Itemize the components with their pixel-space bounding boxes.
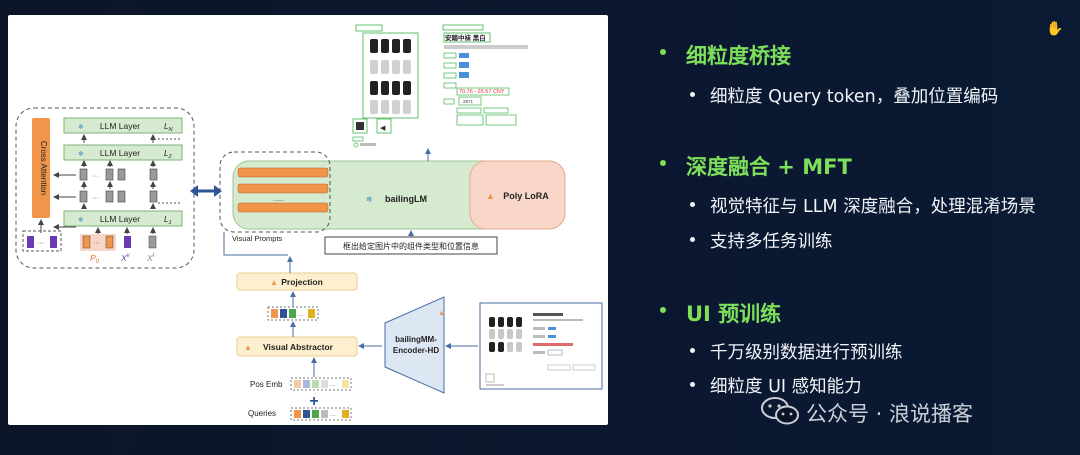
llm-layer-2-sub: L <box>164 149 168 158</box>
bullet-text: 细粒度 Query token，叠加位置编码 <box>710 87 999 107</box>
architecture-diagram-svg: Cross Attention ❄ LLM Layer LN ❄ LLM Lay… <box>15 24 603 421</box>
bullet-dot <box>660 49 666 55</box>
llm-layer-n-sub: L <box>164 122 168 131</box>
snowflake-icon: ❄ <box>78 150 84 158</box>
svg-text:L1: L1 <box>164 215 172 226</box>
projection-label: Projection <box>281 277 323 287</box>
bullet-dot <box>690 237 695 242</box>
fire-icon: ▲ <box>486 191 495 201</box>
queries-label: Queries <box>248 409 276 418</box>
hand-cursor-icon: ✋ <box>1046 20 1064 36</box>
token-rows <box>79 168 158 203</box>
svg-text:···: ··· <box>92 195 99 202</box>
prompt-dots: ...... <box>273 196 285 203</box>
llm-layer-1-sub: L <box>164 215 168 224</box>
svg-text:P0: P0 <box>90 253 100 265</box>
bullet-dot <box>690 202 695 207</box>
llm-layer-n: ❄ LLM Layer LN <box>63 117 183 134</box>
section-title: 深度融合 + MFT <box>686 155 852 179</box>
svg-text:Xv: Xv <box>120 253 131 263</box>
poly-lora-label: Poly LoRA <box>503 191 549 201</box>
svg-text:···: ··· <box>330 413 336 419</box>
wechat-icon <box>761 397 799 425</box>
fire-icon: ▲ <box>270 278 278 287</box>
bullet-dot <box>690 92 695 97</box>
cross-attention-block <box>32 118 50 218</box>
section-title: UI 预训练 <box>686 302 782 326</box>
p0-label: P <box>90 253 96 263</box>
visual-prompt-tokens <box>237 167 329 213</box>
architecture-diagram: Cross Attention ❄ LLM Layer LN ❄ LLM Lay… <box>8 15 608 425</box>
svg-text:···: ··· <box>92 173 99 180</box>
output-ui-annotated: 安踏中袜 黑白 70.76 - 26.57 CNY 2871 ◀ <box>352 24 528 148</box>
product-price: 70.76 - 26.57 CNY <box>459 89 505 95</box>
bullet-dot <box>690 382 695 387</box>
svg-text:···: ··· <box>298 313 304 319</box>
bullet-dot <box>660 160 666 166</box>
poly-lora-block <box>469 160 566 230</box>
svg-text:bailingMM-: bailingMM- <box>395 335 437 344</box>
fire-icon: ▲ <box>438 310 445 317</box>
bullet-text: 细粒度 UI 感知能力 <box>710 377 862 397</box>
section-title: 细粒度桥接 <box>686 44 791 68</box>
svg-text:Encoder-HD: Encoder-HD <box>393 346 439 355</box>
bullet-text: 视觉特征与 LLM 深度融合，处理混淆场景 <box>710 197 1036 217</box>
cross-attention-label: Cross Attention <box>39 141 48 195</box>
bullet-text: 千万级别数据进行预训练 <box>710 343 903 363</box>
llm-layer-n-idx: N <box>168 127 172 133</box>
svg-text:◀: ◀ <box>380 125 386 132</box>
visual-prompts-label: Visual Prompts <box>232 234 283 243</box>
prompt-text: 框出给定图片中的组件类型和位置信息 <box>343 241 479 251</box>
llm-layer-n-label: LLM Layer <box>100 121 140 131</box>
xt-label: X <box>146 253 153 263</box>
llm-layer-2-label: LLM Layer <box>100 148 140 158</box>
plus-icon: + <box>309 393 318 410</box>
snowflake-icon: ❄ <box>366 195 373 204</box>
svg-text:···: ··· <box>93 240 100 247</box>
xt-sup: t <box>153 253 155 259</box>
bullet-text: 支持多任务训练 <box>710 232 833 252</box>
llm-layer-1-idx: 1 <box>168 220 171 226</box>
visual-prompts-group <box>219 151 331 233</box>
product-title: 安踏中袜 黑白 <box>445 33 486 42</box>
visual-abstractor-label: Visual Abstractor <box>263 342 334 352</box>
product-qty: 2871 <box>463 99 474 104</box>
svg-text:L2: L2 <box>164 149 172 160</box>
llm-layer-2: ❄ LLM Layer L2 <box>63 144 183 161</box>
watermark-text: 公众号 · 浪说播客 <box>806 402 974 426</box>
svg-text:···: ··· <box>330 383 336 389</box>
svg-text:LN: LN <box>164 122 172 133</box>
llm-layer-2-idx: 2 <box>167 154 171 160</box>
visual-abstractor-block <box>236 336 358 357</box>
xv-label: X <box>120 253 127 263</box>
llm-layer-1: ❄ LLM Layer L1 <box>63 210 183 227</box>
bullet-dot <box>690 348 695 353</box>
snowflake-icon: ❄ <box>78 123 84 131</box>
encoder-block <box>384 296 445 394</box>
bullet-dot <box>660 307 666 313</box>
fire-icon: ▲ <box>244 343 252 352</box>
bailinglm-label: bailingLM <box>385 194 427 204</box>
xv-sup: v <box>127 253 131 259</box>
snowflake-icon: ❄ <box>78 216 84 224</box>
pos-emb-label: Pos Emb <box>250 380 283 389</box>
svg-text:···: ··· <box>37 240 44 247</box>
llm-layer-1-label: LLM Layer <box>100 214 140 224</box>
p0-sub: 0 <box>96 259 100 265</box>
svg-text:Xt: Xt <box>146 253 155 263</box>
input-ui-thumbnail <box>479 302 603 390</box>
projection-block <box>236 272 358 291</box>
